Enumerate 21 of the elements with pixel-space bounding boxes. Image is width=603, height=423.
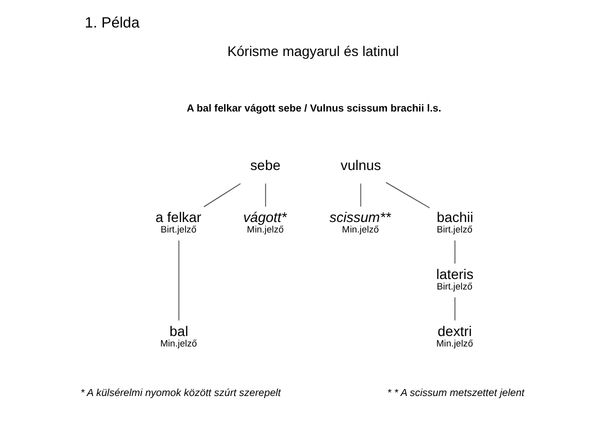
label: Kórisme magyarul és latinul: [227, 43, 399, 60]
connector: [360, 183, 362, 208]
node-text: a felkar Birt.jelző: [156, 209, 202, 234]
node-text: scissum** Min.jelző: [329, 209, 391, 234]
label: * * A scissum metszettet jelent: [387, 388, 524, 399]
connector: [265, 183, 266, 208]
node-text: vágott* Min.jelző: [243, 209, 287, 234]
diagram-title: 1. Példa: [84, 14, 140, 32]
connector: [386, 182, 430, 208]
node-text: bachii Birt.jelző: [436, 209, 474, 234]
node-text: lateris Birt.jelző: [436, 266, 474, 292]
connector: [454, 240, 456, 264]
connector: [454, 296, 456, 321]
node-text: dextri Min.jelző: [436, 323, 474, 348]
node-text: sebe: [250, 156, 280, 173]
label: A bal felkar vágott sebe / Vulnus scissum brachii l.s.: [186, 104, 442, 115]
connector: [178, 240, 180, 321]
connector: [203, 183, 241, 208]
node-text: vulnus: [340, 156, 382, 173]
label: * A külsérelmi nyomok között szúrt szerepelt: [80, 388, 281, 399]
node-text: bal Min.jelző: [160, 323, 197, 348]
